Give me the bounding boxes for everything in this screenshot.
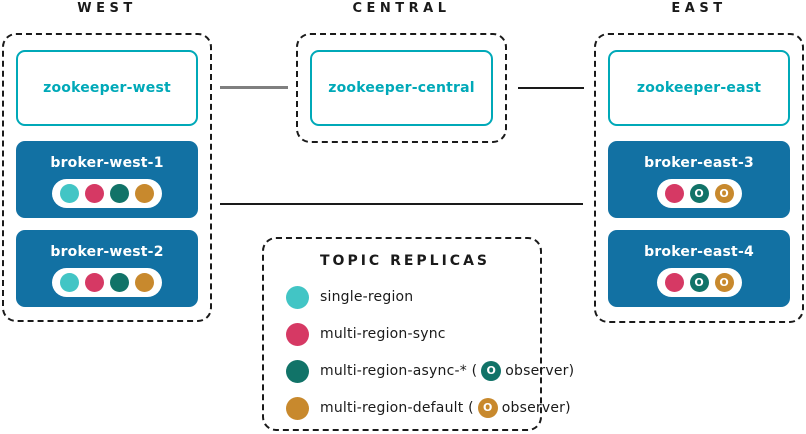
zookeeper-central-node: zookeeper-central — [310, 50, 493, 126]
legend-label: multi-region-sync — [320, 326, 446, 342]
legend-dot-multi-region-sync — [286, 322, 309, 346]
legend-label-prefix: multi-region-async-* ( — [320, 363, 478, 379]
broker-west-2-replica-pill — [52, 268, 162, 297]
broker-west-2-label: broker-west-2 — [50, 244, 164, 260]
observer-mark: O — [719, 187, 729, 200]
zookeeper-east-node: zookeeper-east — [608, 50, 790, 126]
zookeeper-west-label: zookeeper-west — [43, 80, 171, 96]
observer-mark: O — [694, 187, 704, 200]
zookeeper-west-node: zookeeper-west — [16, 50, 198, 126]
replica-dot-multi-region-async-observer: O — [689, 184, 709, 203]
region-title-central: CENTRAL — [352, 1, 451, 16]
zookeeper-central-label: zookeeper-central — [328, 80, 475, 96]
legend-title: TOPIC REPLICAS — [320, 253, 490, 269]
replica-dot-multi-region-sync — [85, 184, 104, 203]
broker-west-1-node: broker-west-1 — [16, 141, 198, 218]
connector-west-central — [220, 86, 288, 89]
broker-west-1-replica-pill — [52, 179, 162, 208]
observer-dot-default: O — [477, 398, 498, 418]
region-central: zookeeper-central — [296, 33, 507, 143]
region-west: zookeeper-west broker-west-1 broker-west… — [2, 33, 212, 322]
broker-east-4-label: broker-east-4 — [644, 244, 754, 260]
connector-central-east — [518, 87, 584, 89]
replica-dot-multi-region-async — [110, 184, 129, 203]
broker-west-1-label: broker-west-1 — [50, 155, 164, 171]
replica-dot-multi-region-async-observer: O — [689, 273, 709, 292]
broker-west-2-node: broker-west-2 — [16, 230, 198, 307]
region-title-east: EAST — [671, 1, 727, 16]
replica-dot-multi-region-default — [135, 273, 154, 292]
observer-mark: O — [486, 364, 497, 377]
broker-east-3-node: broker-east-3 O O — [608, 141, 790, 218]
replica-dot-multi-region-async — [110, 273, 129, 292]
legend-dot-single-region — [286, 285, 309, 309]
topic-replicas-legend: TOPIC REPLICAS single-region multi-regio… — [262, 237, 574, 431]
observer-mark: O — [482, 401, 493, 414]
region-east: zookeeper-east broker-east-3 O O broker-… — [594, 33, 804, 323]
zookeeper-east-label: zookeeper-east — [636, 80, 762, 96]
replica-dot-multi-region-default — [135, 184, 154, 203]
broker-east-3-replica-pill: O O — [656, 179, 742, 208]
replica-dot-multi-region-sync — [85, 273, 104, 292]
replica-dot-multi-region-sync — [664, 184, 684, 203]
observer-mark: O — [719, 276, 729, 289]
legend-label-suffix: observer) — [505, 363, 575, 379]
broker-east-4-node: broker-east-4 O O — [608, 230, 790, 307]
observer-mark: O — [694, 276, 704, 289]
legend-dot-multi-region-default — [286, 396, 309, 420]
broker-east-4-replica-pill: O O — [656, 268, 742, 297]
replica-dot-multi-region-sync — [664, 273, 684, 292]
replica-dot-single-region — [60, 184, 79, 203]
replica-dot-multi-region-default-observer: O — [714, 184, 734, 203]
legend-label-prefix: multi-region-default ( — [320, 400, 474, 416]
legend-label: single-region — [320, 289, 414, 305]
legend-item-single-region: single-region — [286, 285, 524, 309]
observer-dot-async: O — [481, 361, 502, 381]
legend-label-suffix: observer) — [501, 400, 571, 416]
region-title-west: WEST — [77, 1, 137, 16]
broker-east-3-label: broker-east-3 — [644, 155, 754, 171]
legend-dot-multi-region-async — [286, 359, 309, 383]
legend-item-multi-region-sync: multi-region-sync — [286, 322, 524, 346]
replica-dot-single-region — [60, 273, 79, 292]
replica-dot-multi-region-default-observer: O — [714, 273, 734, 292]
connector-broker-west-east — [220, 203, 583, 205]
